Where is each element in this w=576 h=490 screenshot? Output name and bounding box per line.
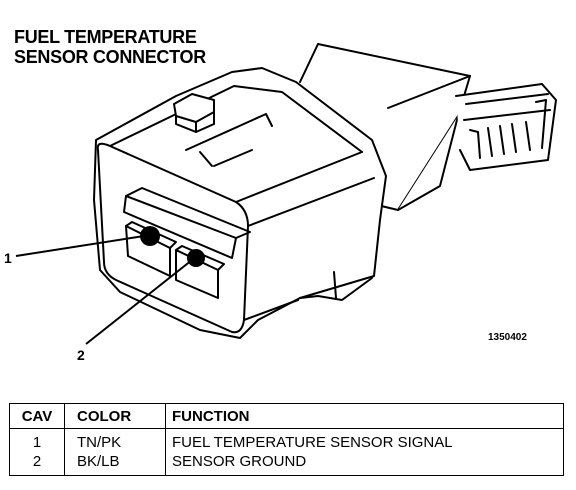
pin-label-1: 1 (4, 250, 12, 266)
table-header-row: CAV COLOR FUNCTION (9, 403, 564, 429)
connector-rear-edge (387, 75, 471, 109)
color-cell: BK/LB (64, 452, 166, 476)
table-row: 1 TN/PK FUEL TEMPERATURE SENSOR SIGNAL (9, 428, 564, 452)
terminal-pin-1 (140, 226, 160, 246)
figure-number: 1350402 (488, 332, 527, 343)
title-line-1: FUEL TEMPERATURE (14, 27, 197, 47)
header-function: FUNCTION (165, 403, 564, 429)
cav-cell: 2 (9, 452, 65, 476)
connector-rear-side (397, 115, 459, 211)
leader-line-1 (15, 235, 145, 257)
title-line-2: SENSOR CONNECTOR (14, 47, 206, 67)
pin-label-2: 2 (77, 347, 85, 363)
cav-cell: 1 (9, 428, 65, 452)
header-cav: CAV (9, 403, 65, 429)
color-cell: TN/PK (64, 428, 166, 452)
function-cell: SENSOR GROUND (165, 452, 564, 476)
leader-line-2 (85, 259, 193, 345)
function-cell: FUEL TEMPERATURE SENSOR SIGNAL (165, 428, 564, 452)
terminal-pin-2 (187, 249, 205, 267)
cavity-2 (175, 249, 219, 299)
rear-terminal-block (455, 83, 557, 171)
table-row: 2 BK/LB SENSOR GROUND (9, 452, 564, 476)
diagram-title: FUEL TEMPERATURE SENSOR CONNECTOR (14, 27, 206, 67)
header-color: COLOR (64, 403, 166, 429)
connector-diagram (15, 43, 557, 345)
pin-function-table: CAV COLOR FUNCTION 1 TN/PK FUEL TEMPERAT… (9, 403, 564, 476)
inner-shelf (123, 195, 237, 259)
